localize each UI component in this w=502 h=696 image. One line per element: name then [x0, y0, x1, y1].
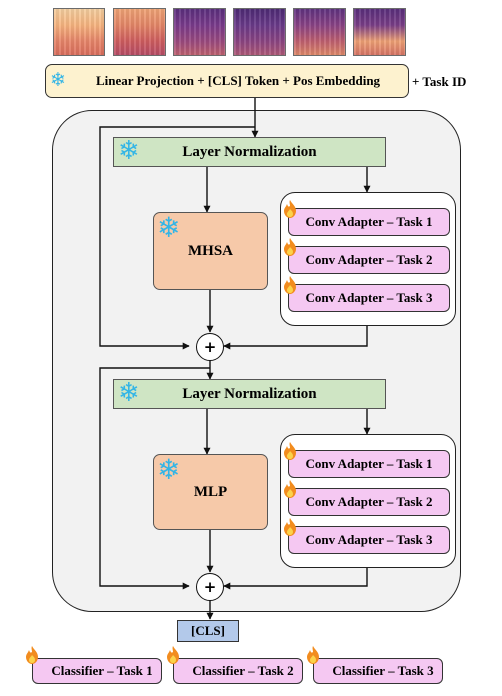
- mlp-block: MLP: [153, 454, 268, 530]
- mhsa-block: MHSA: [153, 212, 268, 290]
- classifier-task-3: Classifier – Task 3: [313, 658, 443, 684]
- fire-icon: [284, 518, 296, 536]
- layer-norm-1-label: Layer Normalization: [182, 143, 317, 160]
- conv-adapter-2-task-1: Conv Adapter – Task 1: [288, 450, 450, 478]
- conv-adapter-1-task-1: Conv Adapter – Task 1: [288, 208, 450, 236]
- mhsa-label: MHSA: [188, 242, 233, 259]
- spectrogram-2: [113, 8, 166, 56]
- conv-adapter-2-task-2: Conv Adapter – Task 2: [288, 488, 450, 516]
- classifier-task-1: Classifier – Task 1: [32, 658, 162, 684]
- fire-icon: [284, 238, 296, 256]
- fire-icon: [26, 646, 38, 664]
- linear-projection-box: Linear Projection + [CLS] Token + Pos Em…: [45, 64, 409, 98]
- conv-adapter-1-task-2: Conv Adapter – Task 2: [288, 246, 450, 274]
- spectrogram-6: [353, 8, 406, 56]
- conv-adapter-1-task-3: Conv Adapter – Task 3: [288, 284, 450, 312]
- fire-icon: [307, 646, 319, 664]
- task-id-label: + Task ID: [412, 74, 467, 89]
- spectrogram-4: [233, 8, 286, 56]
- fire-icon: [167, 646, 179, 664]
- layer-norm-1: Layer Normalization: [113, 137, 386, 167]
- conv-adapter-2-task-3: Conv Adapter – Task 3: [288, 526, 450, 554]
- layer-norm-2: Layer Normalization: [113, 379, 386, 409]
- snowflake-icon: ❄: [50, 69, 66, 91]
- residual-add-1: +: [196, 333, 224, 361]
- snowflake-icon: ❄: [157, 453, 181, 486]
- linear-projection-label: Linear Projection + [CLS] Token + Pos Em…: [95, 73, 381, 88]
- spectrogram-1: [53, 8, 105, 56]
- classifier-task-2: Classifier – Task 2: [173, 658, 303, 684]
- cls-token: [CLS]: [177, 620, 239, 642]
- spectrogram-3: [173, 8, 226, 56]
- fire-icon: [284, 480, 296, 498]
- residual-add-2: +: [196, 573, 224, 601]
- mlp-label: MLP: [193, 483, 228, 500]
- fire-icon: [284, 276, 296, 294]
- layer-norm-2-label: Layer Normalization: [182, 385, 317, 402]
- fire-icon: [284, 442, 296, 460]
- fire-icon: [284, 200, 296, 218]
- snowflake-icon: ❄: [118, 378, 140, 408]
- spectrogram-5: [293, 8, 346, 56]
- snowflake-icon: ❄: [157, 211, 181, 244]
- snowflake-icon: ❄: [118, 136, 140, 166]
